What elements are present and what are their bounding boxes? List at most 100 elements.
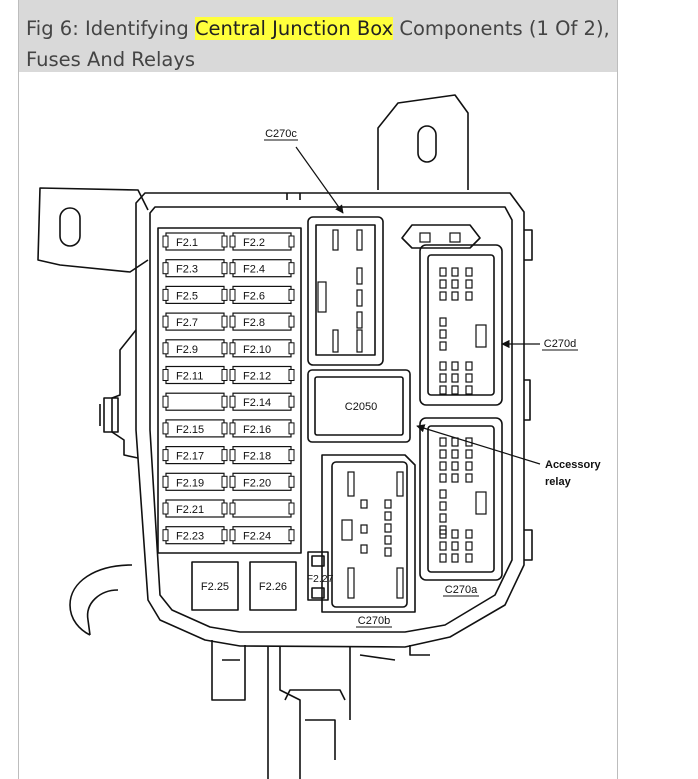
fuse-terminal	[221, 342, 228, 355]
fuse-label-F2.17: F2.17	[176, 451, 204, 463]
connector-pin	[465, 553, 473, 563]
connector-pin	[439, 341, 447, 351]
c2050-relay	[307, 369, 411, 443]
fuse-terminal	[229, 449, 236, 462]
fuse-terminal	[221, 502, 228, 515]
connector-pin	[356, 229, 363, 251]
fuse-terminal	[229, 422, 236, 435]
connector-pin	[439, 553, 447, 563]
connector-pin	[451, 373, 459, 383]
fuse-terminal	[162, 342, 169, 355]
label-c270a: C270a	[445, 584, 478, 596]
fuse-terminal	[221, 395, 228, 408]
hook	[69, 564, 133, 636]
fuse-terminal	[229, 369, 236, 381]
fuse-label-F2.14: F2.14	[243, 397, 271, 409]
fuse-terminal	[162, 529, 169, 542]
fuse-terminal	[229, 315, 236, 328]
connector-pin	[317, 281, 327, 313]
connector-pin	[341, 519, 353, 541]
caption-bar: Fig 6: Identifying Central Junction Box …	[19, 0, 617, 72]
large-fuse-1	[191, 561, 239, 611]
connector-pin	[451, 361, 459, 371]
fuse-terminal	[229, 288, 236, 301]
fuse-label-F2.12: F2.12	[243, 371, 271, 383]
label-c270d: C270d	[544, 338, 576, 350]
fuse-terminal	[288, 342, 295, 355]
c270d-connector	[419, 244, 503, 406]
connector-pin	[465, 373, 473, 383]
caption-prefix: Fig 6: Identifying	[26, 17, 195, 40]
connector-pin	[384, 511, 392, 521]
label-c2050: C2050	[345, 401, 377, 413]
fuse-label-F2.21: F2.21	[176, 504, 204, 516]
c270c-connector	[307, 216, 384, 366]
connector-pin	[465, 541, 473, 551]
fuse-terminal	[162, 235, 169, 248]
large-fuse-2	[249, 561, 297, 611]
connector-pin	[384, 535, 392, 545]
fuse-label-F2.15: F2.15	[176, 424, 204, 436]
fuse-label-F2.5: F2.5	[176, 290, 198, 302]
connector-pin	[451, 529, 459, 539]
left-mounting-slot	[59, 207, 81, 247]
connector-pin	[332, 329, 339, 353]
fuse-terminal	[221, 475, 228, 488]
fuse-terminal	[162, 315, 169, 328]
connector-pin	[360, 524, 368, 534]
fuse-terminal	[288, 395, 295, 408]
inner-housing	[149, 206, 513, 633]
connector-pin	[419, 232, 431, 243]
fuse-terminal	[229, 235, 236, 248]
arrow-c270c	[295, 146, 344, 214]
c270d-latch	[401, 224, 481, 249]
fuse-terminal	[288, 449, 295, 462]
caption-suffix: Components (1 Of 2), Fuses And Relays	[26, 17, 610, 71]
fuse-label-F2.20: F2.20	[243, 477, 271, 489]
connector-pin	[451, 437, 459, 447]
fuse-terminal	[288, 502, 295, 515]
arrow-accessory-relay	[416, 424, 541, 465]
fuse-terminal	[221, 315, 228, 328]
label-c270c: C270c	[265, 128, 297, 140]
fuse-terminal	[221, 288, 228, 301]
connector-pin	[465, 461, 473, 471]
fuse-slot	[165, 392, 225, 411]
connector-pin	[465, 473, 473, 483]
connector-pin	[439, 373, 447, 383]
fuse-label-F2.25: F2.25	[201, 581, 229, 593]
connector-pin	[439, 529, 447, 539]
connector-pin	[439, 291, 447, 301]
connector-pin	[356, 311, 363, 329]
fuse-grid: F2.1F2.3F2.5F2.7F2.9F2.11F2.15F2.17F2.19…	[162, 232, 295, 545]
fuse-terminal	[221, 422, 228, 435]
connector-pin	[465, 529, 473, 539]
fuse-terminal	[162, 449, 169, 462]
connector-pin	[439, 317, 447, 327]
caption-highlight: Central Junction Box	[194, 17, 394, 40]
fuse-label-F2.18: F2.18	[243, 451, 271, 463]
fuse-label-F2.1: F2.1	[176, 237, 198, 249]
fuse-label-F2.16: F2.16	[243, 424, 271, 436]
fuse-terminal	[162, 369, 169, 381]
connector-pin	[356, 267, 363, 285]
fuse-terminal	[221, 529, 228, 542]
connector-pin	[439, 385, 447, 395]
figure-frame: Fig 6: Identifying Central Junction Box …	[18, 0, 618, 779]
connector-pin	[475, 324, 487, 348]
fuse-terminal	[288, 529, 295, 542]
connector-pin	[439, 437, 447, 447]
fuse-terminal	[221, 262, 228, 275]
c270b-connector	[321, 454, 416, 613]
connector-pin	[347, 471, 355, 497]
fuse-terminal	[288, 288, 295, 301]
connector-pin	[451, 449, 459, 459]
connector-pin	[465, 267, 473, 277]
connector-pin	[439, 513, 447, 523]
connector-pin	[439, 489, 447, 499]
fuse-label-F2.27: F2.27	[307, 573, 334, 585]
connector-pin	[465, 291, 473, 301]
connector-pin	[439, 461, 447, 471]
connector-pin	[439, 473, 447, 483]
